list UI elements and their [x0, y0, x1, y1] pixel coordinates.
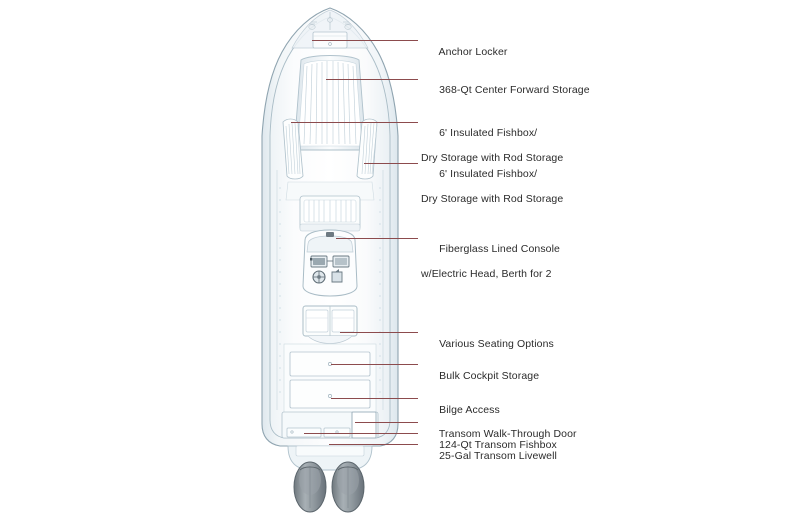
- callout-bulk-cockpit-storage-line1: Bulk Cockpit Storage: [439, 369, 540, 382]
- starboard-rod-slots: [361, 122, 378, 175]
- leader-line-bulk-cockpit-storage: [331, 364, 418, 365]
- port-fishbox: [282, 118, 304, 180]
- switch-panel: [310, 258, 313, 261]
- callout-center-forward-storage: 368-Qt Center Forward Storage: [421, 71, 590, 109]
- side-deck-strips: [276, 170, 384, 410]
- bow-pulpit: [291, 9, 369, 49]
- console-antenna-base: [326, 232, 334, 237]
- callout-transom-walk-through-door-line1: Transom Walk-Through Door: [438, 427, 577, 440]
- callout-bulk-cockpit-storage: Bulk Cockpit Storage: [421, 357, 539, 395]
- callout-fiberglass-lined-console-line2: w/Electric Head, Berth for 2: [421, 267, 552, 280]
- leader-line-fishbox-starboard: [364, 163, 418, 164]
- transom-livewell-hatch: [323, 427, 351, 438]
- helm-electronics: [310, 255, 350, 284]
- callout-fishbox-starboard-line2: Dry Storage with Rod Storage: [421, 192, 564, 205]
- port-nonskid-dots: [279, 187, 281, 393]
- bilge-access-hatch: [289, 379, 371, 409]
- starboard-fishbox: [356, 118, 378, 180]
- leader-line-transom-fishbox: [304, 433, 418, 434]
- leader-line-transom-walk-through-door: [355, 422, 418, 423]
- engine-port: [293, 461, 327, 513]
- callout-fishbox-starboard-line1: 6' Insulated Fishbox/: [439, 167, 538, 180]
- twin-outboard-engines: [293, 461, 365, 513]
- callout-transom-livewell-line1: 25-Gal Transom Livewell: [439, 449, 557, 462]
- callout-fishbox-starboard: 6' Insulated Fishbox/ Dry Storage with R…: [421, 155, 563, 230]
- port-rod-slots: [285, 122, 301, 175]
- leader-line-center-forward-storage: [326, 79, 418, 80]
- callout-fishbox-port: 6' Insulated Fishbox/ Dry Storage with R…: [421, 114, 563, 189]
- callout-fiberglass-lined-console: Fiberglass Lined Console w/Electric Head…: [421, 230, 560, 305]
- transom-area: [281, 411, 379, 439]
- callout-transom-livewell: 25-Gal Transom Livewell: [421, 437, 557, 475]
- leader-line-anchor-locker: [312, 40, 418, 41]
- leader-line-bilge-access: [331, 398, 418, 399]
- callout-bilge-access-line1: Bilge Access: [439, 403, 500, 416]
- callout-fiberglass-lined-console-line1: Fiberglass Lined Console: [439, 242, 560, 255]
- callout-fishbox-port-line2: Dry Storage with Rod Storage: [421, 151, 564, 164]
- callout-transom-walk-through-door: Transom Walk-Through Door: [421, 415, 577, 453]
- forward-seating: [299, 195, 361, 232]
- leaning-post-base: [307, 335, 353, 344]
- transom-fishbox-hatch: [286, 427, 322, 438]
- forward-seat-slats: [308, 200, 352, 222]
- callout-anchor-locker: Anchor Locker: [421, 33, 508, 71]
- leader-line-fishbox-port: [291, 122, 418, 123]
- leaning-post: [302, 305, 358, 344]
- callout-transom-fishbox-line1: 124-Qt Transom Fishbox: [439, 438, 557, 451]
- callout-transom-fishbox: 124-Qt Transom Fishbox: [421, 426, 557, 464]
- leader-line-various-seating-options: [340, 332, 418, 333]
- callout-fishbox-port-line1: 6' Insulated Fishbox/: [439, 126, 538, 139]
- callout-various-seating-options: Various Seating Options: [421, 325, 554, 363]
- engine-starboard: [331, 461, 365, 513]
- seat-cushion-port: [305, 309, 329, 333]
- forward-deck-sole: [285, 181, 375, 201]
- callout-bilge-access: Bilge Access: [421, 391, 500, 429]
- leader-line-transom-livewell: [329, 444, 418, 445]
- callout-anchor-locker-line1: Anchor Locker: [438, 45, 508, 58]
- callout-center-forward-storage-line1: 368-Qt Center Forward Storage: [439, 83, 590, 96]
- callout-various-seating-options-line1: Various Seating Options: [439, 337, 554, 350]
- leader-line-fiberglass-lined-console: [336, 238, 418, 239]
